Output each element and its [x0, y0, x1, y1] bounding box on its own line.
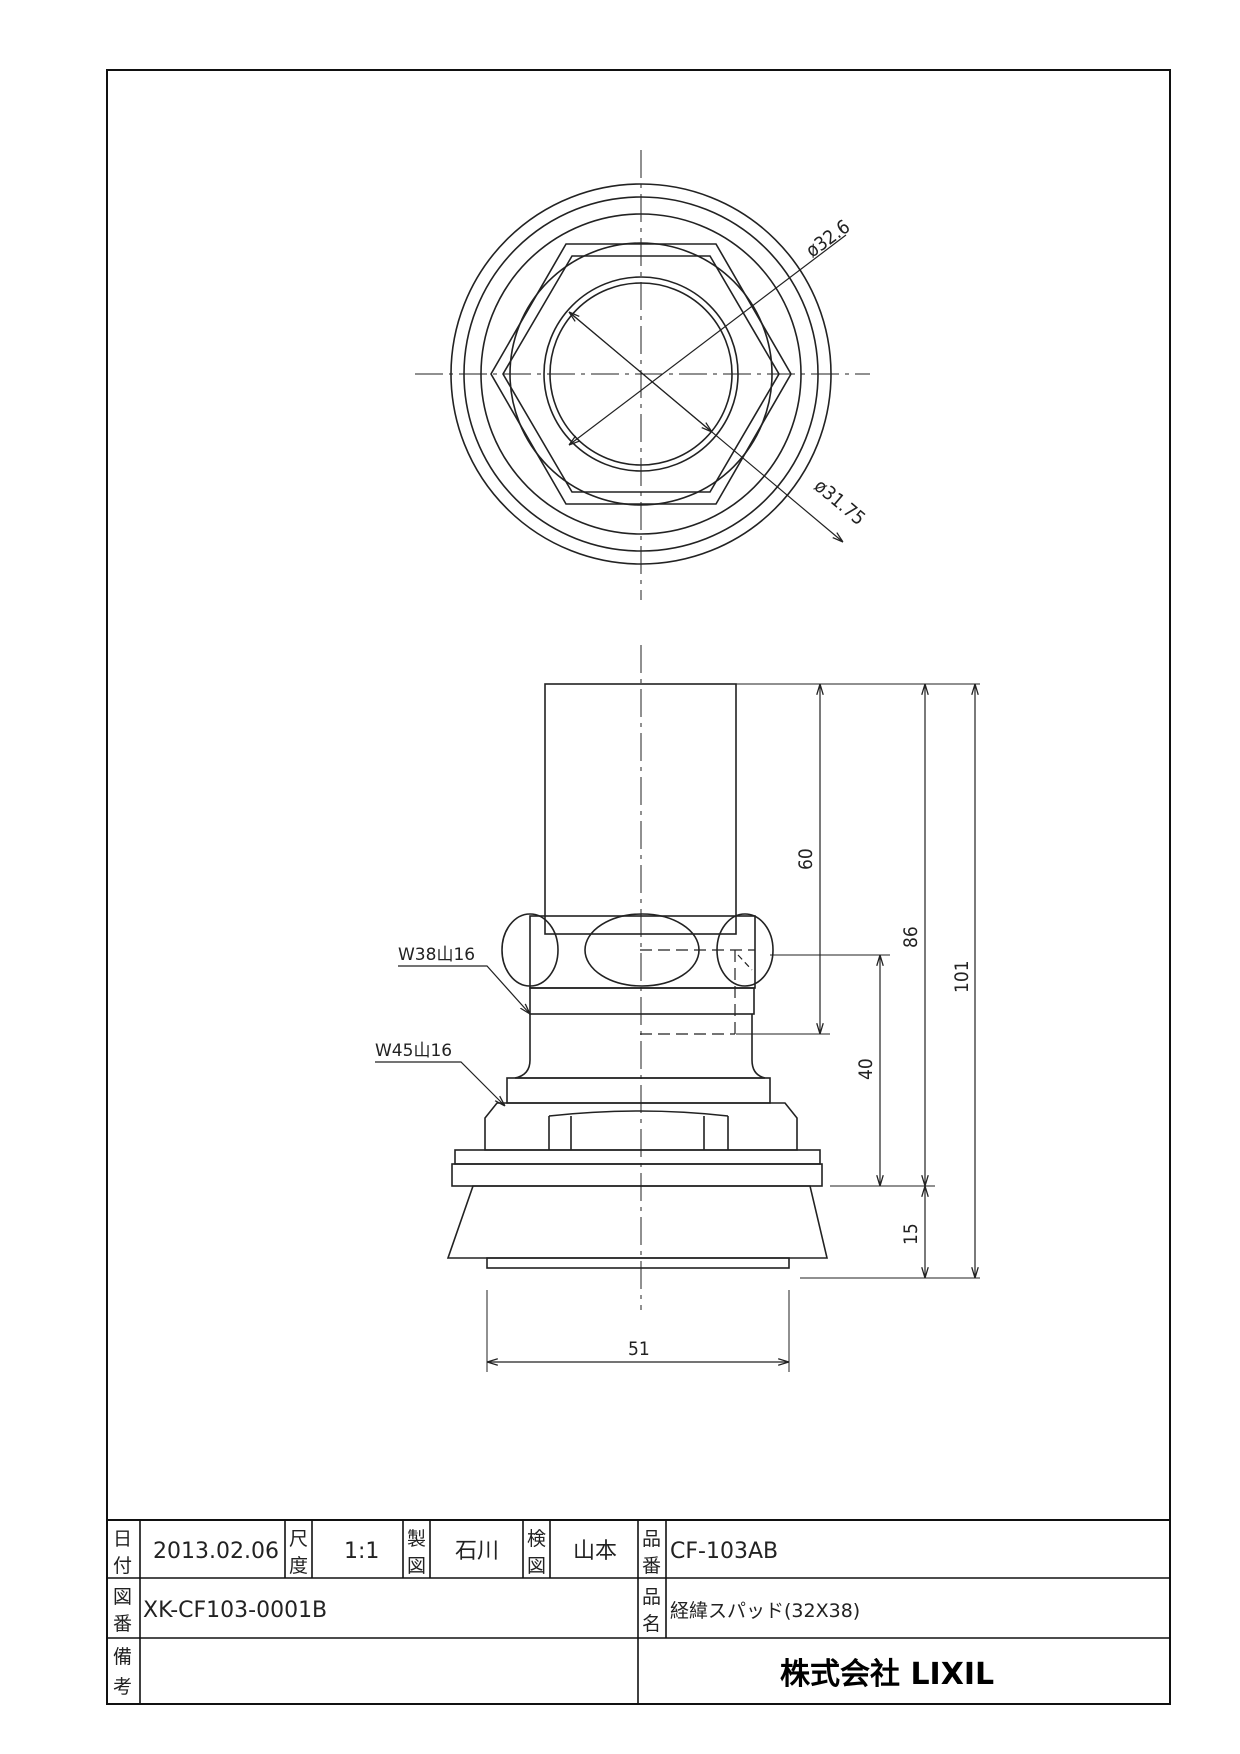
- leader-upper-thread: [398, 965, 530, 1014]
- tb-drawing-no-value: XK-CF103-0001B: [143, 1598, 327, 1623]
- tb-part-name-label-2: 名: [642, 1613, 661, 1635]
- dim-leader-inner-arrow: [568, 311, 712, 432]
- tb-scale-label-2: 度: [289, 1555, 308, 1577]
- hidden-line-4: [737, 954, 753, 971]
- dim-text-51: 51: [628, 1338, 650, 1360]
- body-neck: [514, 1014, 766, 1079]
- tb-remarks-label-1: 備: [113, 1646, 132, 1668]
- union-nut: [529, 915, 756, 989]
- tb-drawing-no-label-2: 番: [113, 1613, 132, 1635]
- union-nut-left-lobe: [501, 913, 559, 987]
- dim-text-40: 40: [855, 1058, 877, 1080]
- dim-leader-outer: [569, 234, 847, 445]
- title-block: [107, 1519, 1170, 1704]
- tb-part-no-label-1: 品: [642, 1528, 661, 1550]
- thread-label-upper: W38山16: [398, 945, 475, 965]
- tb-drawing-no-label-1: 図: [113, 1586, 132, 1608]
- tb-scale-value: 1:1: [344, 1539, 379, 1564]
- tb-checked-value: 山本: [573, 1539, 617, 1564]
- tb-checked-label-2: 図: [527, 1555, 546, 1577]
- company-logo: 株式会社 LIXIL: [780, 1657, 994, 1692]
- leader-lower-thread: [375, 1061, 505, 1106]
- lock-nut-face: [548, 1110, 729, 1117]
- rubber-gasket: [446, 1185, 829, 1259]
- tb-part-no-value: CF-103AB: [670, 1539, 778, 1564]
- lower-thread-band: [506, 1077, 771, 1104]
- thread-label-lower: W45山16: [375, 1041, 452, 1061]
- tb-date-value: 2013.02.06: [153, 1539, 279, 1564]
- dim-text-15: 15: [900, 1223, 922, 1245]
- tail-piece: [486, 1257, 790, 1269]
- top-view: [415, 150, 870, 600]
- tb-part-name-label-1: 品: [642, 1586, 661, 1608]
- tb-drawn-label-1: 製: [407, 1528, 426, 1550]
- tb-part-name-value: 経緯スパッド(32X38): [670, 1600, 860, 1622]
- tb-remarks-label-2: 考: [113, 1676, 132, 1698]
- tb-date-label-1: 日: [113, 1528, 132, 1550]
- upper-thread-band: [529, 987, 755, 1015]
- washer-lower: [451, 1163, 823, 1187]
- pipe-body: [544, 683, 737, 935]
- tb-scale-label-1: 尺: [289, 1528, 308, 1550]
- washer: [454, 1149, 821, 1165]
- tb-checked-label-1: 検: [527, 1528, 546, 1550]
- union-nut-right-lobe: [716, 913, 774, 987]
- tb-date-label-2: 付: [113, 1555, 132, 1577]
- dim-text-86: 86: [900, 926, 922, 948]
- front-view: [375, 645, 980, 1372]
- drawing-border: [106, 69, 1171, 1705]
- tb-drawn-label-2: 図: [407, 1555, 426, 1577]
- dim-text-101: 101: [951, 960, 973, 993]
- tb-part-no-label-2: 番: [642, 1555, 661, 1577]
- dim-text-60: 60: [795, 848, 817, 870]
- dim-outer-diameter: ø32.6: [802, 216, 854, 262]
- tb-drawn-value: 石川: [455, 1539, 499, 1564]
